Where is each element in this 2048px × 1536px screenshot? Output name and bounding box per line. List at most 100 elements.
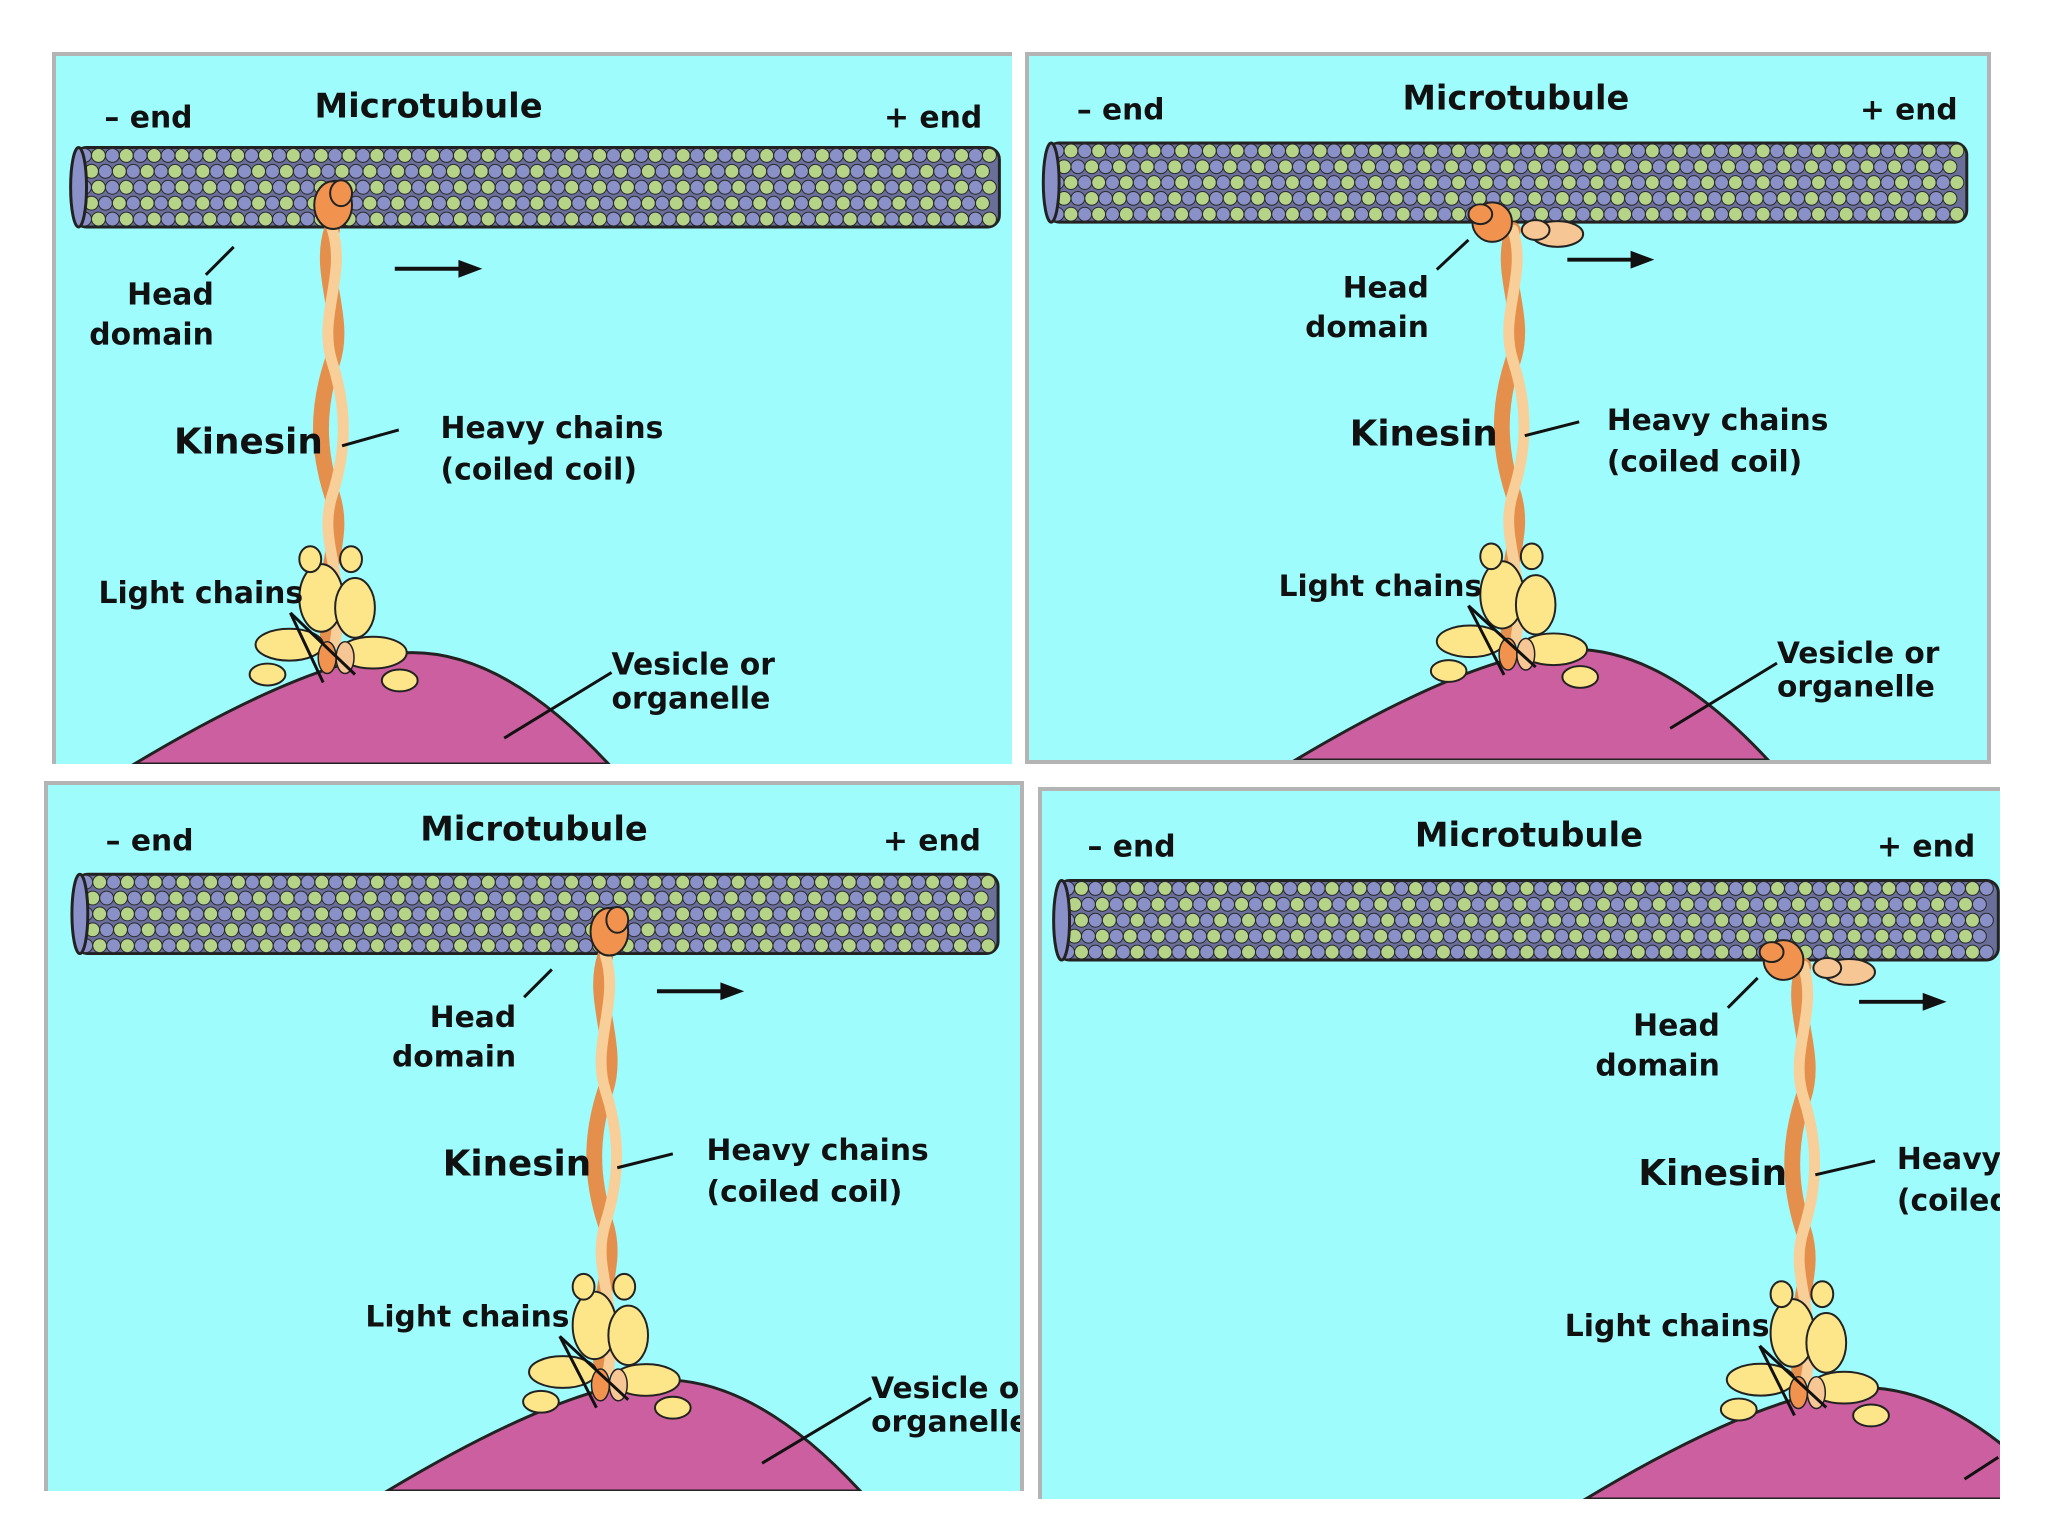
tubulin-subunit	[1921, 206, 1937, 222]
tubulin-subunit	[1208, 190, 1224, 206]
tubulin-subunit	[216, 179, 232, 195]
tubulin-subunit	[731, 179, 747, 195]
tubulin-subunit	[1755, 206, 1771, 222]
tubulin-subunit	[1679, 928, 1695, 944]
tubulin-subunit	[794, 163, 809, 179]
plus-end-label: + end	[1860, 91, 1958, 126]
tubulin-subunit	[1331, 928, 1347, 944]
tubulin-subunit	[383, 179, 399, 195]
tubulin-subunit	[828, 938, 843, 954]
tubulin-subunit	[1907, 206, 1923, 222]
tubulin-subunit	[1727, 175, 1743, 190]
tubulin-subunit	[175, 874, 191, 890]
tubulin-subunit	[132, 147, 148, 163]
tubulin-subunit	[411, 874, 427, 890]
tubulin-subunit	[120, 906, 135, 922]
tubulin-subunit	[1167, 159, 1183, 175]
tubulin-subunit	[1831, 190, 1847, 206]
tubulin-subunit	[932, 922, 947, 938]
tubulin-subunit	[111, 195, 127, 211]
tubulin-subunit	[209, 163, 225, 179]
tubulin-subunit	[1101, 944, 1117, 960]
tubulin-subunit	[1347, 190, 1363, 206]
tubulin-subunit	[453, 906, 469, 922]
tubulin-subunit	[1575, 880, 1591, 896]
tubulin-subunit	[1326, 206, 1342, 222]
tubulin-subunit	[904, 922, 920, 938]
tubulin-subunit	[1533, 944, 1549, 960]
tubulin-subunit	[814, 147, 830, 163]
tubulin-subunit	[342, 874, 358, 890]
tubulin-subunit	[1790, 190, 1806, 206]
tubulin-subunit	[1817, 159, 1833, 175]
tubulin-subunit	[981, 211, 997, 227]
tubulin-subunit	[599, 195, 615, 211]
tubulin-subunit	[1111, 159, 1127, 175]
tubulin-subunit	[1150, 896, 1166, 912]
tubulin-subunit	[1298, 143, 1314, 159]
tubulin-subunit	[564, 906, 580, 922]
tubulin-subunit	[1074, 944, 1089, 960]
heavy-chains-label: Heavy	[1897, 1142, 2000, 1177]
tubulin-subunit	[1084, 159, 1100, 175]
tubulin-subunit	[1513, 159, 1529, 175]
tubulin-subunit	[619, 874, 635, 890]
tubulin-subunit	[300, 874, 316, 890]
tubulin-subunit	[807, 163, 823, 179]
tubulin-subunit	[335, 890, 351, 906]
tubulin-subunit	[1937, 944, 1953, 960]
tubulin-subunit	[153, 163, 169, 179]
tubulin-subunit	[328, 874, 344, 890]
tubulin-subunit	[939, 906, 954, 922]
vesicle-label: Vesicle or	[871, 1371, 1020, 1406]
tubulin-subunit	[918, 922, 934, 938]
tubulin-subunit	[362, 163, 378, 179]
tubulin-subunit	[703, 874, 718, 890]
tubulin-subunit	[1575, 944, 1591, 960]
tubulin-subunit	[167, 163, 183, 179]
tubulin-subunit	[1387, 896, 1403, 912]
tubulin-subunit	[571, 195, 587, 211]
tubulin-subunit	[1686, 143, 1702, 159]
tubulin-subunit	[536, 874, 552, 890]
tubulin-subunit	[668, 163, 684, 179]
tubulin-subunit	[445, 163, 461, 179]
tubulin-subunit	[1637, 928, 1653, 944]
tubulin-subunit	[425, 938, 441, 954]
tubulin-subunit	[314, 938, 330, 954]
tubulin-subunit	[474, 922, 489, 938]
tubulin-subunit	[1118, 175, 1134, 190]
tubulin-subunit	[578, 211, 594, 227]
tubulin-subunit	[1157, 944, 1173, 960]
tubulin-subunit	[940, 179, 956, 195]
tubulin-subunit	[231, 874, 246, 890]
tubulin-subunit	[1255, 880, 1270, 896]
panel-1: Microtubule – end + end	[52, 52, 1012, 764]
tubulin-subunit	[99, 922, 115, 938]
tubulin-subunit	[278, 163, 294, 179]
tubulin-subunit	[1070, 190, 1086, 206]
tubulin-subunit	[1958, 896, 1973, 912]
tubulin-subunit	[689, 874, 705, 890]
tubulin-subunit	[947, 195, 963, 211]
tubulin-subunit	[1125, 190, 1141, 206]
tubulin-subunit	[954, 147, 970, 163]
tubulin-subunit	[696, 163, 712, 179]
tubulin-subunit	[876, 890, 892, 906]
tubulin-subunit	[1881, 880, 1897, 896]
tubulin-subunit	[954, 179, 970, 195]
tubulin-subunit	[244, 938, 260, 954]
tubulin-subunit	[1658, 143, 1674, 159]
tubulin-subunit	[961, 195, 977, 211]
tubulin-subunit	[959, 890, 975, 906]
tubulin-subunit	[1568, 896, 1584, 912]
tubulin-subunit	[404, 922, 420, 938]
tubulin-subunit	[550, 874, 566, 890]
tubulin-subunit	[1916, 896, 1932, 912]
tubulin-subunit	[1811, 206, 1826, 222]
tubulin-subunit	[557, 922, 573, 938]
tubulin-subunit	[1672, 206, 1688, 222]
tubulin-subunit	[737, 890, 753, 906]
tubulin-subunit	[1533, 912, 1549, 928]
tubulin-subunit	[1541, 190, 1556, 206]
